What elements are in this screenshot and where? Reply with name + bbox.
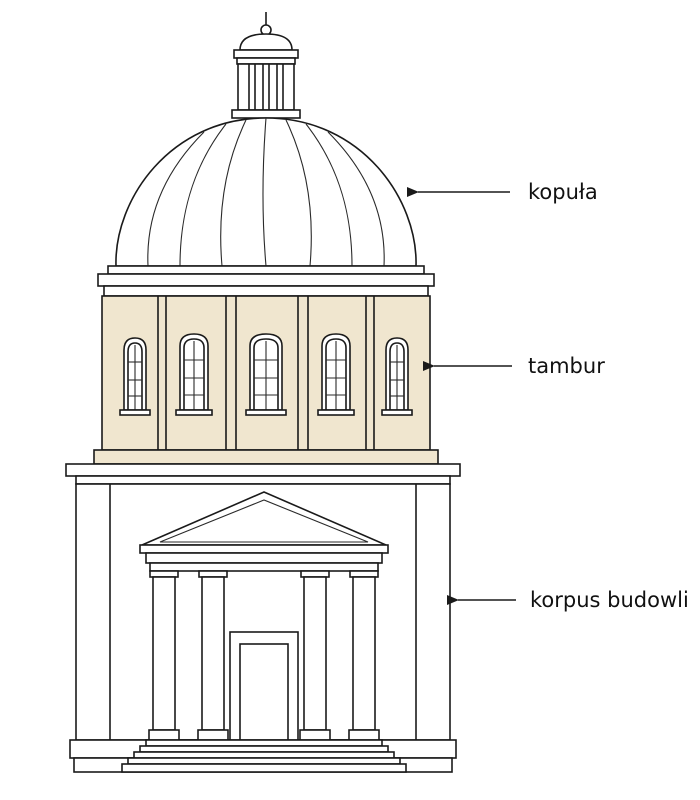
drum-window bbox=[175, 333, 213, 416]
label-drum: tambur bbox=[528, 354, 605, 378]
entrance-steps bbox=[121, 739, 407, 773]
drum-window bbox=[245, 333, 287, 416]
portico-column bbox=[348, 570, 380, 741]
entrance-door bbox=[229, 631, 299, 741]
portico-column bbox=[148, 570, 180, 741]
portico-column bbox=[299, 570, 331, 741]
lantern bbox=[231, 12, 301, 119]
drum-window bbox=[317, 333, 355, 416]
drum-window bbox=[381, 337, 413, 416]
portico-column bbox=[197, 570, 229, 741]
label-drum-group: tambur bbox=[423, 354, 605, 378]
label-dome: kopuła bbox=[528, 180, 598, 204]
dome bbox=[97, 117, 435, 297]
label-body: korpus budowli bbox=[530, 588, 689, 612]
drum-window bbox=[119, 337, 151, 416]
portico bbox=[121, 491, 407, 773]
label-dome-group: kopuła bbox=[407, 180, 598, 204]
drum bbox=[93, 295, 439, 465]
label-body-group: korpus budowli bbox=[447, 588, 689, 612]
